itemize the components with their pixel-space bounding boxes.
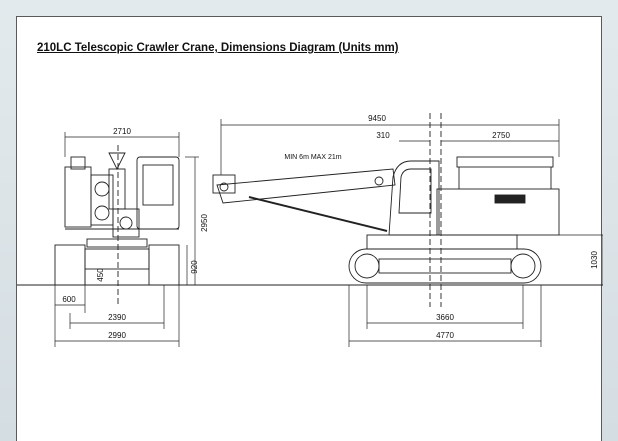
left-track — [54, 244, 86, 286]
undercarriage-frame — [84, 248, 150, 270]
boom-length-note: MIN 6m MAX 21m — [284, 154, 341, 161]
dim-side-tail-length: 2750 — [492, 131, 510, 140]
track-frame — [378, 258, 512, 274]
side-dimension-lines — [220, 119, 603, 347]
boom-head-front — [108, 152, 126, 171]
drive-sprocket — [510, 253, 536, 279]
front-dimension-lines — [54, 132, 199, 347]
dim-front-height: 2950 — [200, 214, 209, 232]
dim-side-overall-length: 9450 — [368, 114, 386, 123]
dim-front-upper-height: 920 — [190, 260, 199, 274]
dim-front-top-width: 2710 — [113, 127, 131, 136]
dimensions-drawing: 2710 2950 920 450 600 2390 2990 9450 310… — [17, 113, 603, 347]
superstructure — [436, 188, 560, 236]
dim-side-slew-offset: 310 — [376, 131, 390, 140]
hoist-unit — [90, 174, 114, 226]
front-counterweight — [64, 166, 92, 228]
drawing-sheet: 210LC Telescopic Crawler Crane, Dimensio… — [16, 16, 603, 441]
diagram-title: 210LC Telescopic Crawler Crane, Dimensio… — [37, 42, 399, 54]
front-view — [54, 152, 180, 286]
side-cab — [388, 160, 440, 236]
brand-plate — [494, 194, 526, 204]
dim-front-clearance: 450 — [96, 268, 105, 282]
dim-front-overall-width: 2990 — [108, 331, 126, 340]
right-track — [148, 244, 180, 286]
dim-front-track-gauge: 2390 — [108, 313, 126, 322]
side-crawler-track — [348, 248, 542, 284]
telescopic-boom — [216, 168, 396, 204]
slew-ring — [86, 238, 148, 248]
side-view — [212, 156, 560, 284]
dim-front-track-width: 600 — [62, 295, 76, 304]
idler-wheel — [354, 253, 380, 279]
boom-head — [212, 174, 236, 194]
guard-rail — [456, 156, 554, 168]
dim-side-upper-height: 1030 — [590, 251, 599, 269]
dim-side-track-length: 4770 — [436, 331, 454, 340]
dim-side-tumbler-distance: 3660 — [436, 313, 454, 322]
side-slew-base — [366, 234, 518, 250]
